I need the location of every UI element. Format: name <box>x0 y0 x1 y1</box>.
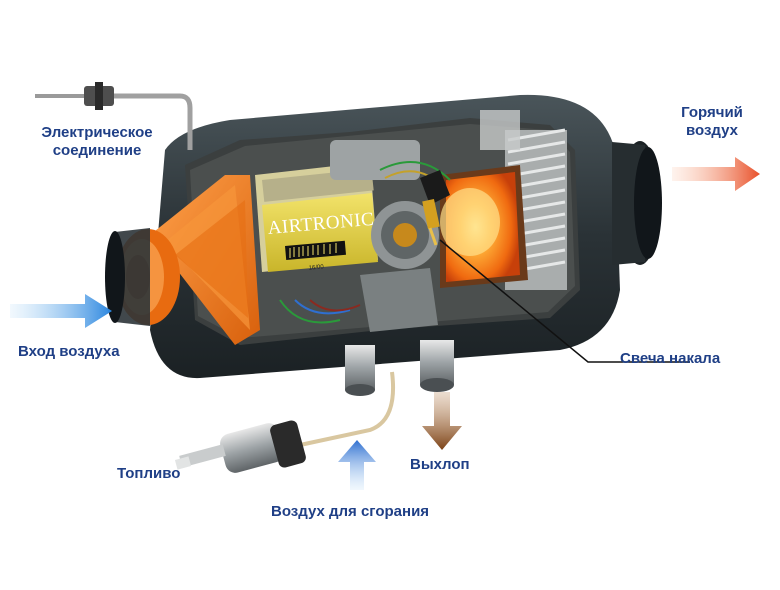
label-electrical-line2: соединение <box>52 142 142 159</box>
combustion-air-arrow <box>338 440 376 490</box>
label-hot-air-line1: Горячий <box>681 104 743 121</box>
label-glow-plug: Свеча накала <box>620 350 721 367</box>
label-fuel: Топливо <box>117 465 181 482</box>
blower-motor <box>330 140 439 332</box>
label-hot-air-line2: воздух <box>685 122 739 139</box>
label-electrical-connection: Электрическое соединение <box>32 124 162 160</box>
label-exhaust: Выхлоп <box>410 456 470 473</box>
hot-air-arrow <box>672 157 760 191</box>
electrical-connector <box>35 82 193 150</box>
label-electrical-line1: Электрическое <box>41 124 153 141</box>
fuel-pump <box>174 371 395 473</box>
bottom-ports <box>345 340 454 396</box>
label-combustion-air: Воздух для сгорания <box>271 503 430 520</box>
glow-plug <box>420 170 450 246</box>
control-unit <box>255 162 378 272</box>
hot-air-outlet <box>612 141 662 265</box>
intake-fan <box>105 175 260 345</box>
combustion-chamber <box>440 165 528 288</box>
label-hot-air: Горячий воздух <box>664 104 760 140</box>
label-air-inlet: Вход воздуха <box>18 343 120 360</box>
air-inlet-arrow <box>10 294 112 328</box>
glow-plug-leader <box>439 239 690 363</box>
exhaust-arrow <box>422 392 462 450</box>
